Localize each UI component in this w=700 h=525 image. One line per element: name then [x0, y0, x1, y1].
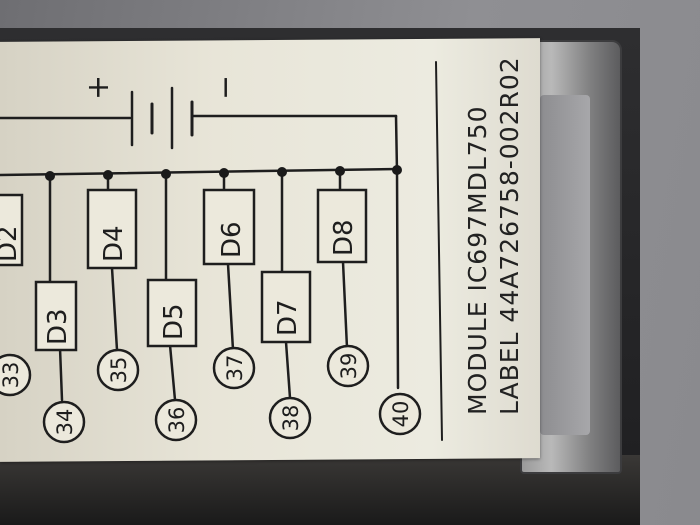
module-number-text: MODULE IC697MDL750 [463, 106, 492, 415]
device-label-d4: D4 [99, 225, 129, 262]
branch-d8-bottom [341, 260, 349, 350]
terminal-label-38: 38 [279, 405, 303, 432]
junction-dot [335, 166, 345, 176]
common-rail [0, 167, 400, 177]
device-label-d5: D5 [159, 303, 189, 340]
branch-d4-bottom [110, 266, 119, 352]
branch-d7-bottom [284, 340, 292, 400]
terminal-38 [268, 396, 312, 440]
junction-dot [45, 171, 55, 181]
terminal-37 [212, 346, 256, 390]
terminal-label-34: 34 [53, 409, 77, 436]
device-box-d3 [34, 280, 78, 352]
terminal-label-36: 36 [165, 407, 189, 434]
device-box-d4 [86, 188, 138, 270]
label-divider [435, 61, 443, 441]
battery-plus-sign: + [81, 75, 116, 100]
device-label-d6: D6 [217, 221, 247, 258]
cover-window [540, 95, 590, 435]
terminal-39 [326, 344, 370, 388]
rail-to-terminal-40 [395, 168, 400, 390]
device-box-d6 [202, 188, 256, 266]
terminal-35 [96, 348, 140, 392]
branch-d5-bottom [168, 343, 177, 402]
branch-d3-bottom [58, 346, 64, 402]
junction-dot [161, 169, 171, 179]
terminal-label-40: 40 [389, 401, 413, 428]
device-box-d8 [316, 188, 368, 264]
junction-dot [277, 167, 287, 177]
terminal-40 [378, 392, 422, 436]
rail-right-top [394, 114, 399, 174]
terminal-34 [42, 400, 86, 444]
junction-dot [103, 170, 113, 180]
battery-minus-sign: − [208, 75, 243, 100]
device-box-d7 [260, 270, 312, 344]
terminal-36 [154, 398, 198, 442]
device-label-d2: D2 [0, 225, 23, 262]
device-label-d3: D3 [43, 308, 73, 345]
terminal-label-37: 37 [223, 355, 247, 382]
terminal-33 [0, 353, 32, 397]
label-number-text: LABEL 44A726758-002R02 [495, 56, 524, 415]
terminal-label-33: 33 [0, 362, 23, 389]
device-label-d7: D7 [273, 299, 303, 336]
terminal-label-35: 35 [107, 357, 131, 384]
device-label-d8: D8 [329, 219, 359, 256]
terminal-label-39: 39 [337, 353, 361, 380]
junction-dot [392, 165, 402, 175]
device-box-d2 [0, 193, 24, 267]
branch-d6-bottom [226, 262, 235, 352]
junction-dot [219, 168, 229, 178]
device-box-d5 [146, 278, 198, 348]
